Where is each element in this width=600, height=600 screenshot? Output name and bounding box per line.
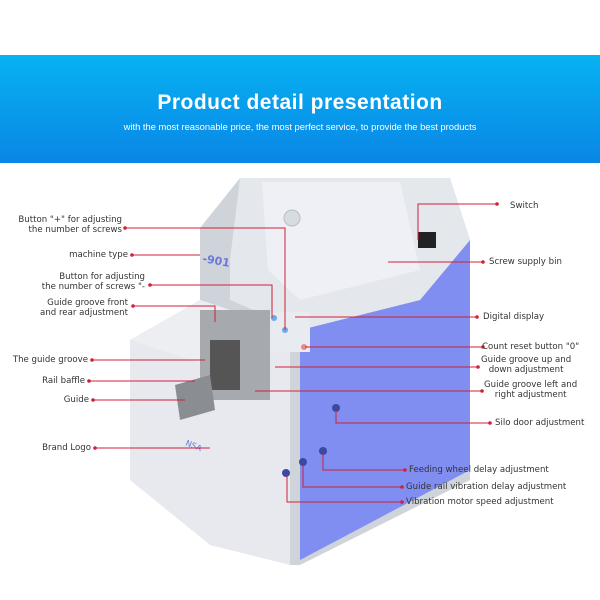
label-switch: Switch — [510, 201, 539, 211]
label-guide-front-rear: Guide groove front and rear adjustment — [40, 298, 128, 318]
label-guide: Guide — [63, 395, 89, 405]
label-machine-type: machine type — [69, 250, 128, 260]
label-guide-groove: The guide groove — [12, 355, 88, 365]
side-panel-blue — [300, 240, 470, 560]
label-feeding-wheel-delay: Feeding wheel delay adjustment — [409, 465, 549, 475]
reset-button — [301, 344, 307, 350]
page-title: Product detail presentation — [157, 91, 443, 114]
rail-baffle — [175, 375, 215, 420]
label-screw-supply-bin: Screw supply bin — [489, 257, 562, 267]
label-guide-left-right: Guide groove left and right adjustment — [484, 380, 578, 400]
vibration-delay-knob — [299, 458, 307, 466]
power-switch — [418, 232, 436, 248]
page-subtitle: with the most reasonable price, the most… — [123, 121, 477, 132]
label-count-reset: Count reset button "0" — [482, 342, 580, 352]
label-rail-baffle: Rail baffle — [42, 376, 85, 386]
screw-supply-bin — [262, 182, 420, 300]
guide-groove — [210, 340, 240, 390]
silo-door-knob — [332, 404, 340, 412]
label-minus-button: Button for adjusting the number of screw… — [41, 272, 145, 292]
leader-dots — [87, 202, 499, 504]
header-banner: Product detail presentation with the mos… — [0, 55, 600, 163]
bin-lid-hole — [283, 209, 301, 227]
label-brand-logo: Brand Logo — [42, 443, 91, 453]
leader-lines — [89, 203, 497, 503]
label-guide-up-down: Guide groove up and down adjustment — [481, 355, 572, 375]
feeding-wheel-knob — [319, 447, 327, 455]
label-plus-button: Button "+" for adjusting the number of s… — [18, 215, 122, 235]
screw-feeder-machine: -901 NSA — [130, 178, 470, 565]
label-digital-display: Digital display — [483, 312, 545, 322]
label-silo-door: Silo door adjustment — [495, 418, 585, 428]
motor-speed-knob — [282, 469, 290, 477]
label-vibration-motor-speed: Vibration motor speed adjustment — [406, 497, 554, 507]
model-number: -901 — [201, 252, 230, 270]
label-guide-rail-vibration-delay: Guide rail vibration delay adjustment — [406, 482, 567, 492]
